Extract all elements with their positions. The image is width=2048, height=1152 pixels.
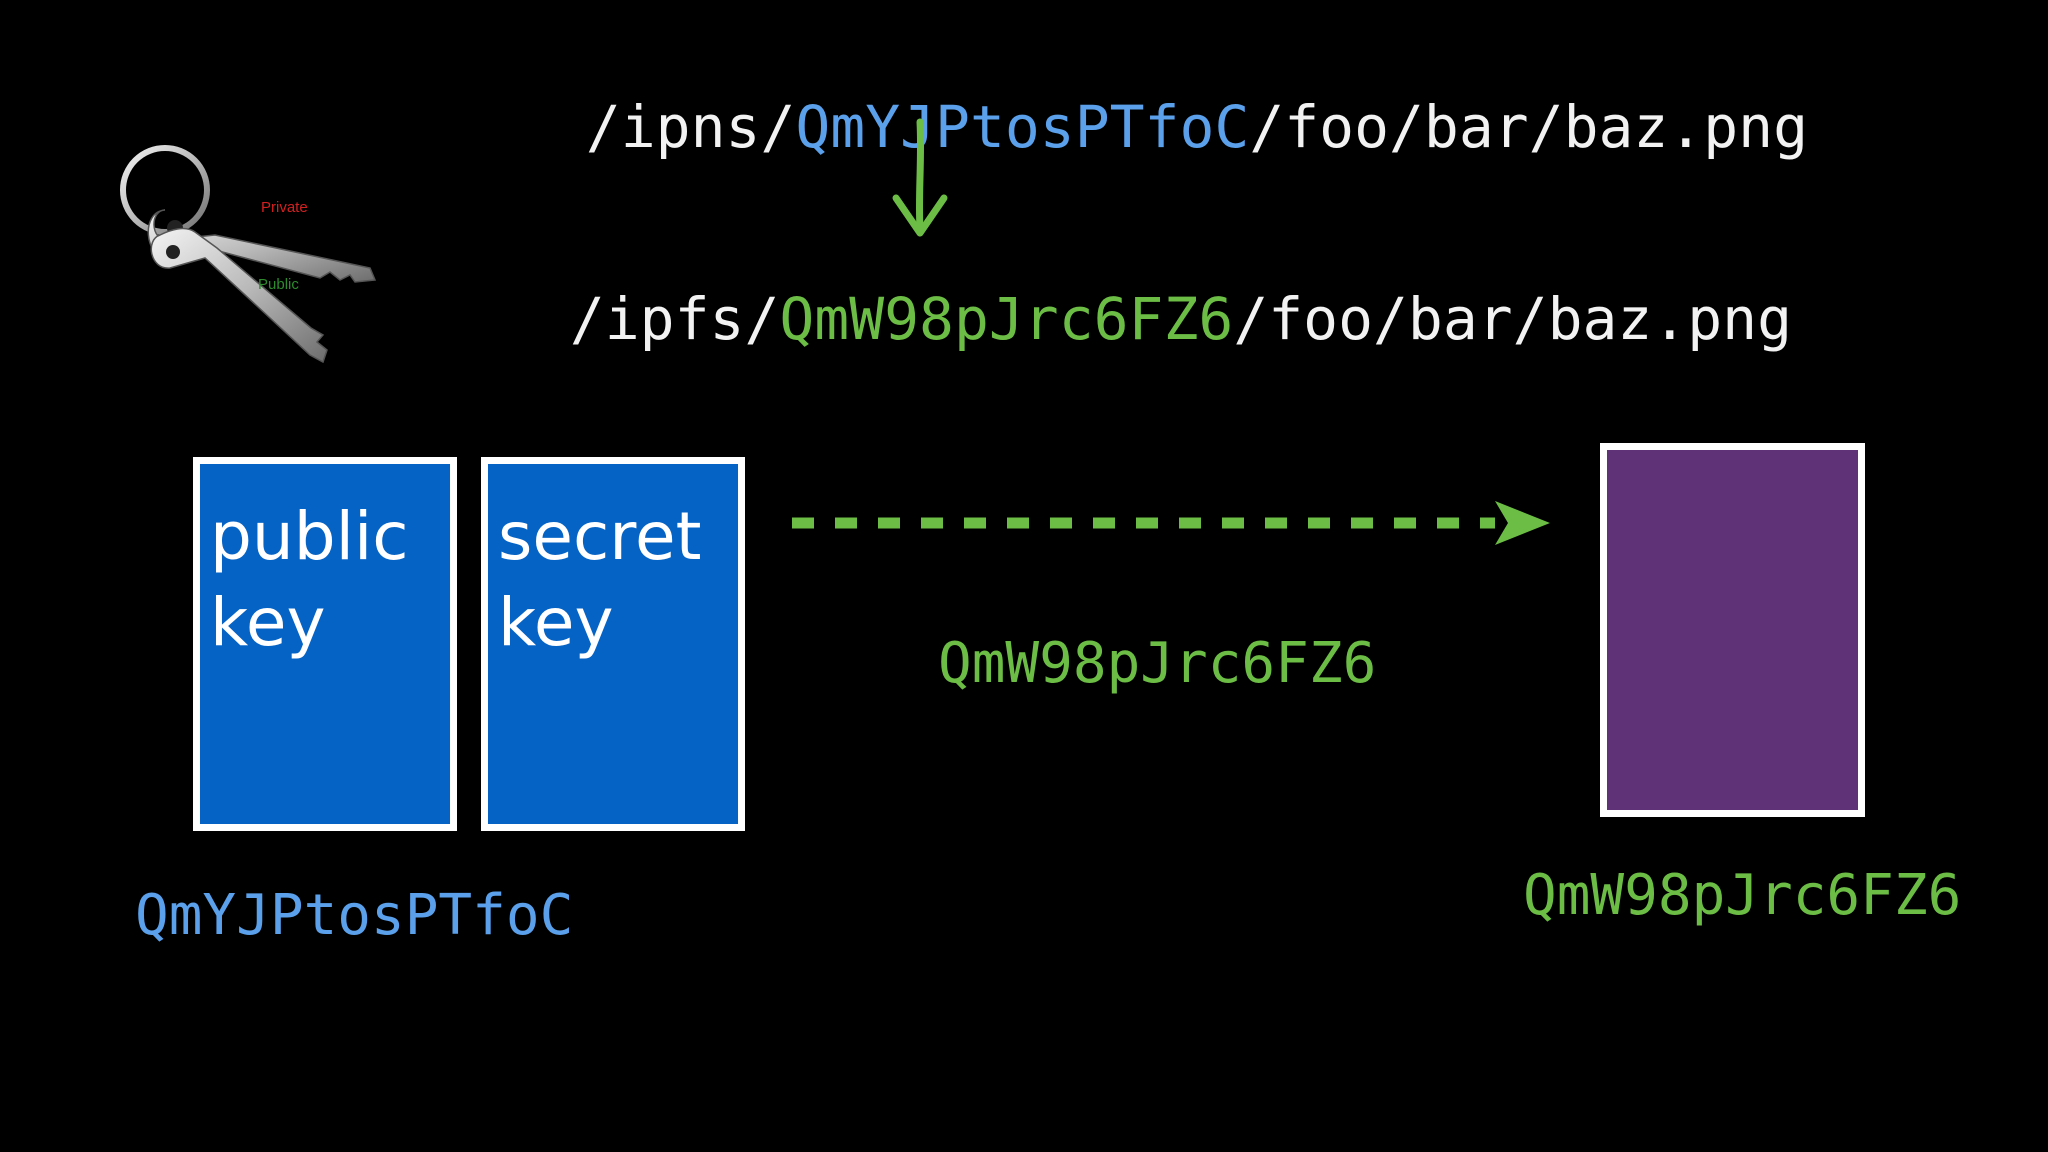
- publish-arrow: [792, 501, 1550, 545]
- resolve-arrow-down: [892, 118, 948, 237]
- ipfs-hash: QmW98pJrc6FZ6: [779, 285, 1234, 353]
- ipfs-prefix: /ipfs/: [569, 285, 780, 353]
- object-hash: QmW98pJrc6FZ6: [1523, 863, 1962, 928]
- ipfs-path: /ipfs/QmW98pJrc6FZ6/foo/bar/baz.png: [500, 232, 1792, 348]
- ipns-path: /ipns/QmYJPtosPTfoC/foo/bar/baz.png: [516, 40, 1808, 156]
- public-key-hash: QmYJPtosPTfoC: [135, 883, 574, 948]
- public-key-label: Public: [258, 276, 299, 293]
- private-key-label: Private: [261, 199, 308, 216]
- secret-key-box-label: secret key: [498, 498, 702, 661]
- arrow-hash-label: QmW98pJrc6FZ6: [938, 631, 1377, 696]
- public-key-box: public key: [193, 457, 457, 831]
- public-key-icon: [150, 227, 328, 364]
- object-box: [1600, 443, 1865, 817]
- ipfs-suffix: /foo/bar/baz.png: [1233, 285, 1793, 353]
- ipns-prefix: /ipns/: [585, 93, 796, 161]
- secret-key-box: secret key: [481, 457, 745, 831]
- key-ring-icon: [120, 145, 210, 235]
- public-key-box-label: public key: [210, 498, 409, 661]
- ipns-hash: QmYJPtosPTfoC: [795, 93, 1250, 161]
- keys-image: Private Public: [120, 145, 377, 364]
- ipns-suffix: /foo/bar/baz.png: [1249, 93, 1809, 161]
